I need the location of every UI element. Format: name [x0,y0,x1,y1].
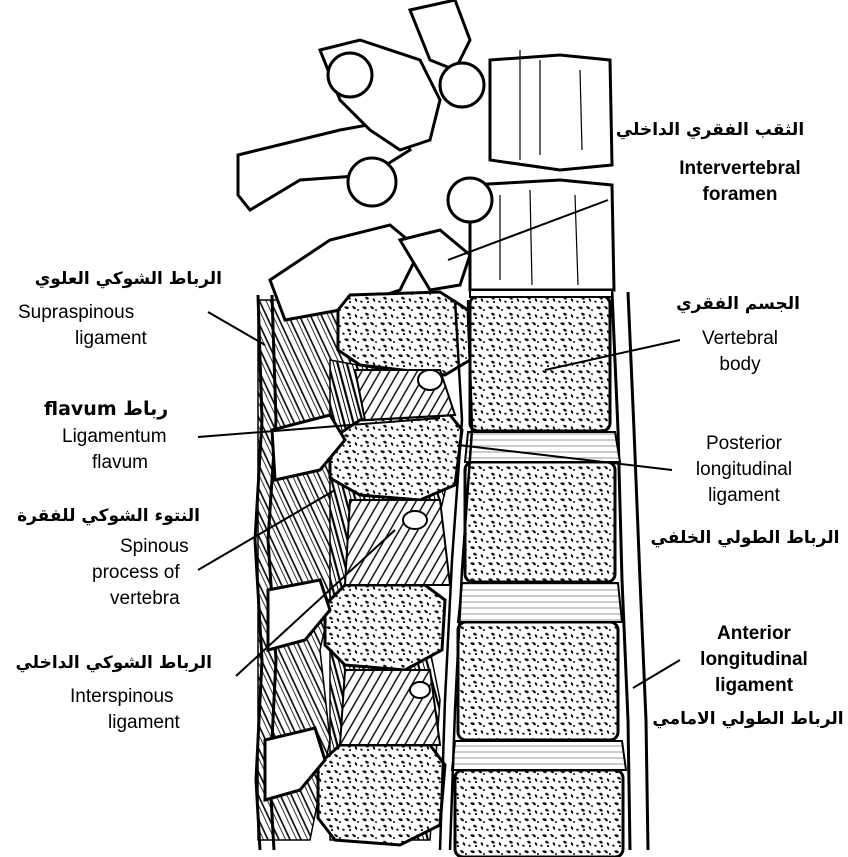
label-vertebral-body-line1: Vertebral [670,328,810,350]
label-ligamentum-flavum-line1: Ligamentum [62,426,167,448]
label-spinous-process-line1: Spinous [120,536,189,558]
label-intervertebral-foramen-arabic: الثقب الفقري الداخلي [610,119,810,141]
label-ligamentum-flavum-line2: flavum [92,452,148,474]
label-vertebral-body-arabic: الجسم الفقري [668,293,808,315]
label-interspinous-line1: Interspinous [70,686,174,708]
label-intervertebral-foramen-line2: foramen [650,184,830,206]
label-anterior-longitudinal-line3: ligament [674,675,834,697]
label-anterior-longitudinal-line1: Anterior [674,623,834,645]
label-vertebral-body-line2: body [670,354,810,376]
label-interspinous-arabic: الرباط الشوكي الداخلي [4,652,212,674]
label-anterior-longitudinal-line2: longitudinal [674,649,834,671]
label-supraspinous-arabic: الرباط الشوكي العلوي [4,268,222,290]
label-intervertebral-foramen-line1: Intervertebral [650,158,830,180]
upper-vertebrae [238,0,614,320]
label-ligamentum-flavum-mixed: رباط flavum [44,398,224,420]
label-spinous-process-arabic: النتوء الشوكي للفقرة [4,505,200,527]
label-spinous-process-line3: vertebra [110,588,180,610]
vertebral-bodies [455,296,623,857]
label-spinous-process-line2: process of [92,562,180,584]
label-supraspinous-line2: ligament [75,328,147,350]
label-anterior-longitudinal-arabic: الرباط الطولي الامامي [650,708,846,730]
label-posterior-longitudinal-line2: longitudinal [664,459,824,481]
label-posterior-longitudinal-arabic: الرباط الطولي الخلفي [648,527,842,549]
label-supraspinous-line1: Supraspinous [18,302,134,324]
label-posterior-longitudinal-line1: Posterior [664,433,824,455]
label-posterior-longitudinal-line3: ligament [664,485,824,507]
label-interspinous-line2: ligament [108,712,180,734]
